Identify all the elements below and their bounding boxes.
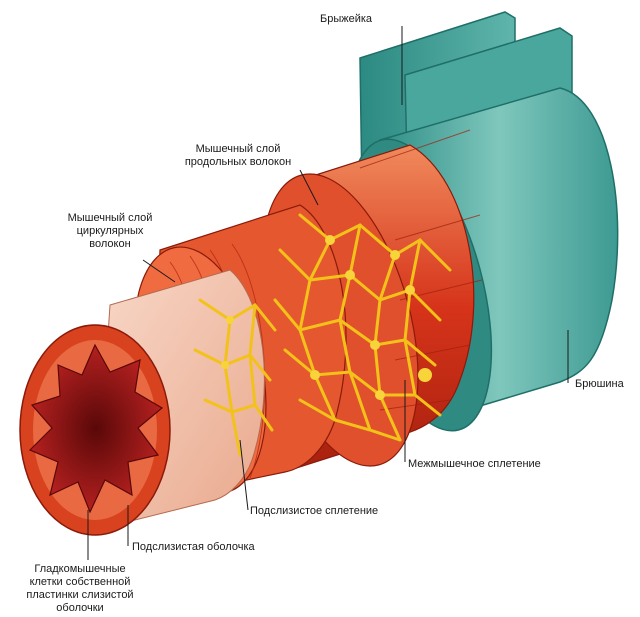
label-longitudinal-line-2: продольных волокон [158,156,318,169]
label-myenteric-plexus: Межмышечное сплетение [408,458,541,471]
label-peritoneum: Брюшина [575,378,624,391]
label-lamina-line-2: клетки собственной [5,576,155,589]
label-longitudinal-muscle: Мышечный слой продольных волокон [158,143,318,169]
label-lamina-line-4: оболочки [5,602,155,615]
label-lamina-line-1: Гладкомышечные [5,563,155,576]
label-lamina-line-3: пластинки слизистой [5,589,155,602]
label-circular-line-3: волокон [55,238,165,251]
label-submucosal-plexus: Подслизистое сплетение [250,505,378,518]
mucosa-cross-section [20,325,170,535]
label-circular-muscle: Мышечный слой циркулярных волокон [55,212,165,251]
label-submucosa: Подслизистая оболочка [132,541,255,554]
label-mesentery: Брыжейка [320,13,372,26]
label-circular-line-2: циркулярных [55,225,165,238]
label-lamina-propria-muscle: Гладкомышечные клетки собственной пласти… [5,563,155,615]
label-longitudinal-line-1: Мышечный слой [158,143,318,156]
label-circular-line-1: Мышечный слой [55,212,165,225]
